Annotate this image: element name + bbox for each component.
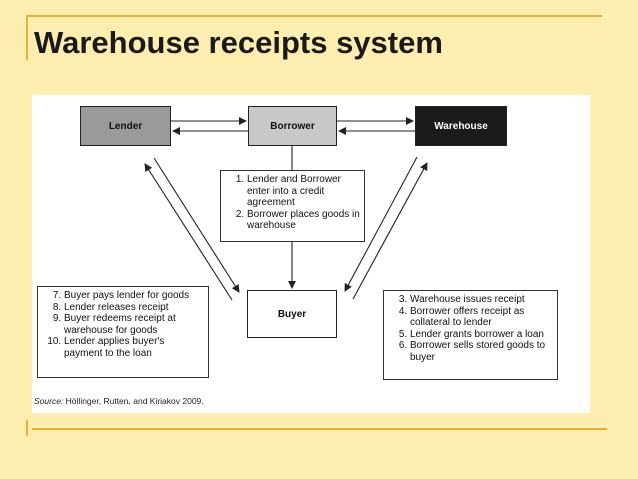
step-9: Buyer redeems receipt at warehouse for g…	[64, 313, 204, 336]
source-citation: Source: Höllinger, Rutten, and Kiriakov …	[34, 396, 204, 406]
node-buyer: Buyer	[247, 290, 337, 338]
top-rule	[27, 15, 602, 17]
slide-title: Warehouse receipts system	[34, 25, 443, 60]
bottom-rule	[32, 428, 607, 430]
source-text: Höllinger, Rutten, and Kiriakov 2009.	[65, 396, 204, 406]
arrow-warehouse-to-buyer	[344, 156, 418, 292]
left-steps-box: Buyer pays lender for goods Lender relea…	[37, 286, 209, 378]
node-lender: Lender	[80, 106, 171, 146]
arrow-lender-to-buyer	[153, 157, 240, 293]
step-8: Lender releases receipt	[64, 302, 204, 314]
step-1: Lender and Borrower enter into a credit …	[247, 174, 360, 209]
step-2: Borrower places goods in warehouse	[247, 209, 360, 232]
step-10: Lender applies buyer's payment to the lo…	[64, 336, 204, 359]
arrow-buyer-to-warehouse	[352, 162, 428, 300]
arrow-buyer-to-lender	[144, 163, 233, 301]
center-steps-box: Lender and Borrower enter into a credit …	[220, 170, 365, 242]
step-7: Buyer pays lender for goods	[64, 290, 204, 302]
diagram-figure: Lender Borrower Warehouse Buyer Lender a…	[32, 95, 590, 413]
title-accent-bar	[26, 15, 28, 60]
footer-accent-bar	[26, 420, 28, 436]
step-6: Borrower sells stored goods to buyer	[410, 340, 553, 363]
right-steps-box: Warehouse issues receipt Borrower offers…	[383, 290, 558, 380]
step-4: Borrower offers receipt as collateral to…	[410, 306, 553, 329]
node-borrower: Borrower	[248, 106, 337, 146]
source-label: Source:	[34, 396, 64, 406]
node-warehouse: Warehouse	[415, 106, 507, 146]
step-5: Lender grants borrower a loan	[410, 329, 553, 341]
step-3: Warehouse issues receipt	[410, 294, 553, 306]
